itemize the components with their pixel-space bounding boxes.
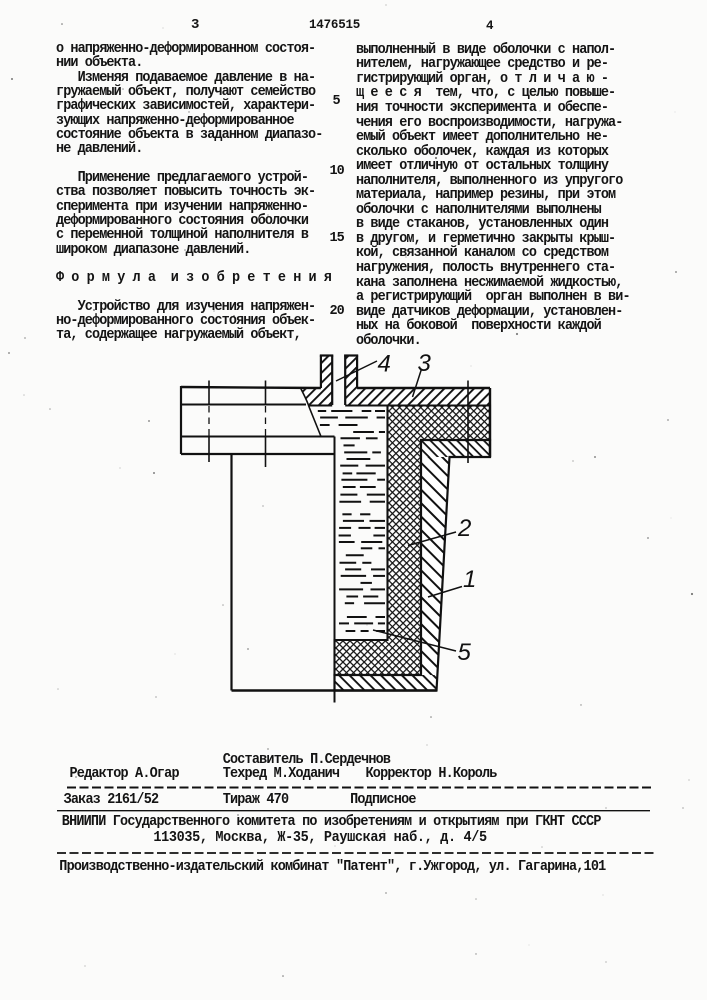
svg-text:4: 4 xyxy=(378,351,391,378)
svg-text:2: 2 xyxy=(457,515,471,542)
svg-text:3: 3 xyxy=(418,350,432,377)
svg-text:5: 5 xyxy=(458,639,472,666)
svg-text:1: 1 xyxy=(463,566,476,593)
